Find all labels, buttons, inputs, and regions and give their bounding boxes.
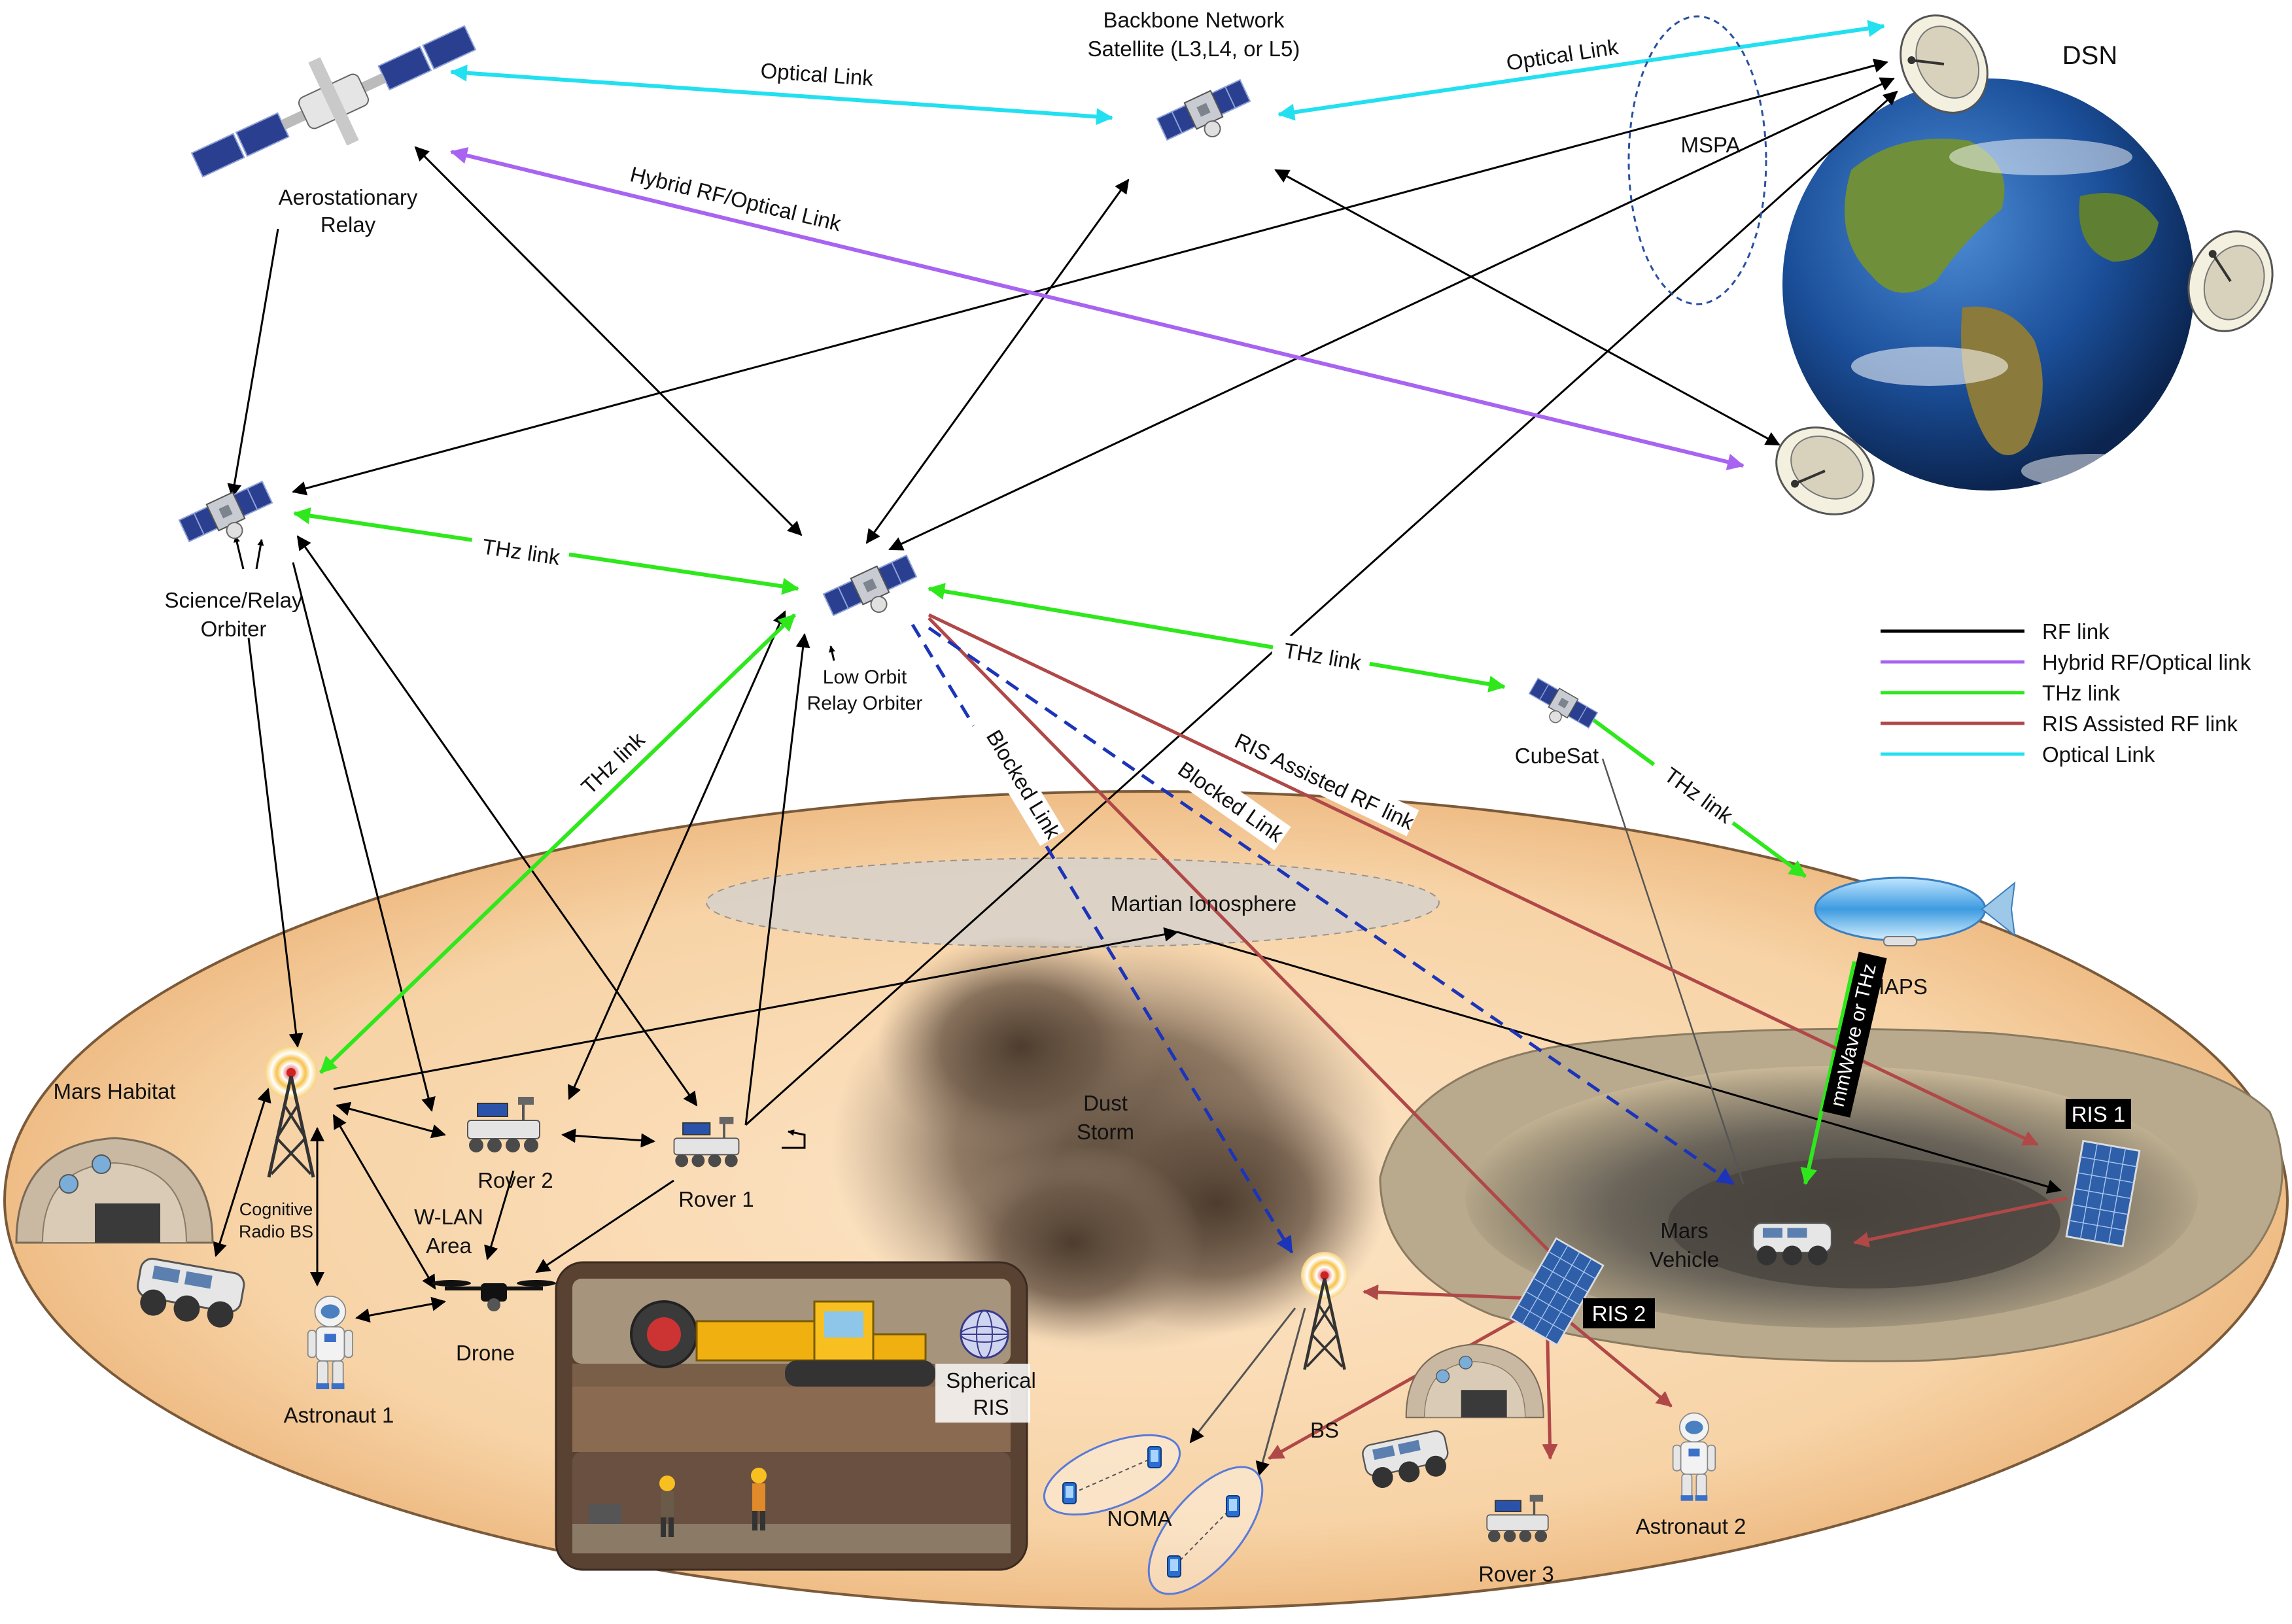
earth-icon — [1782, 78, 2195, 491]
dust-storm-icon — [831, 935, 1393, 1354]
space-station-icon — [190, 25, 477, 178]
legend-item: THz link — [1881, 681, 2121, 705]
astronaut2-label: Astronaut 2 — [1636, 1514, 1746, 1538]
rover3-label: Rover 3 — [1478, 1562, 1554, 1586]
airship-icon — [1814, 876, 2016, 946]
legend-item: RF link — [1881, 619, 2110, 644]
drone-label: Drone — [456, 1341, 515, 1365]
mining-inset — [555, 1261, 1030, 1571]
satellite-icon — [1155, 77, 1259, 156]
noma-cluster — [1043, 1434, 1181, 1516]
low-orbit-label-line1: Low Orbit — [823, 666, 907, 688]
dust-storm-label-line2: Storm — [1077, 1120, 1134, 1144]
legend-label: Optical Link — [2042, 742, 2155, 767]
wlan-label-line1: W-LAN — [414, 1205, 483, 1229]
mars-habitat-label: Mars Habitat — [53, 1079, 175, 1103]
ionosphere-label: Martian Ionosphere — [1111, 891, 1296, 916]
science-orbiter-label-line2: Orbiter — [201, 617, 267, 641]
legend-item: Hybrid RF/Optical link — [1881, 650, 2251, 674]
mars-vehicle-label-line2: Vehicle — [1650, 1247, 1719, 1271]
mspa-ellipse — [1627, 15, 1767, 305]
legend-label: RIS Assisted RF link — [2042, 712, 2238, 736]
spherical-ris-icon — [960, 1309, 1009, 1359]
spherical-ris-label-line1: Spherical — [946, 1368, 1036, 1392]
martian-ionosphere-band — [706, 857, 1440, 948]
legend-label: RF link — [2042, 619, 2110, 644]
dust-storm-label-line1: Dust — [1083, 1091, 1128, 1115]
drone-icon — [432, 1280, 556, 1311]
backbone-label-line2: Satellite (L3,L4, or L5) — [1088, 37, 1300, 61]
hybrid-links — [450, 147, 1745, 470]
user-device-icon — [1167, 1555, 1181, 1578]
satellite-icon — [1522, 676, 1599, 740]
optical-links — [450, 20, 1885, 126]
user-device-icon — [1062, 1482, 1077, 1504]
wlan-label-line2: Area — [426, 1234, 472, 1258]
hybrid-link-label: Hybrid RF/Optical Link — [628, 162, 844, 235]
dish-antenna-icon — [2174, 218, 2287, 345]
spherical-ris-label-line2: RIS — [973, 1395, 1009, 1419]
user-device-icon — [1147, 1446, 1162, 1468]
miner-figure — [589, 1468, 767, 1537]
satellite-icon — [177, 478, 281, 558]
ris2-label: RIS 2 — [1592, 1302, 1646, 1326]
cognitive-bs-label-line2: Radio BS — [239, 1222, 313, 1241]
mars-vehicle-label-line1: Mars — [1660, 1218, 1708, 1243]
dsn-label: DSN — [2062, 41, 2117, 70]
legend-label: THz link — [2042, 681, 2121, 705]
aerostationary-label-line2: Relay — [321, 213, 376, 237]
legend-item: Optical Link — [1881, 742, 2155, 767]
aerostationary-label-line1: Aerostationary — [279, 185, 418, 209]
legend-label: Hybrid RF/Optical link — [2042, 650, 2251, 674]
legend-item: RIS Assisted RF link — [1881, 712, 2238, 736]
cubesat-label: CubeSat — [1515, 744, 1599, 768]
bs-label: BS — [1310, 1418, 1339, 1442]
user-device-icon — [1226, 1495, 1240, 1517]
cognitive-bs-label-line1: Cognitive — [239, 1200, 313, 1219]
crater-icon — [1379, 1028, 2283, 1362]
rover2-label: Rover 2 — [477, 1168, 553, 1192]
low-orbit-label-line2: Relay Orbiter — [807, 693, 923, 714]
mining-vehicle-icon — [630, 1300, 935, 1387]
science-orbiter-label-line1: Science/Relay — [165, 588, 303, 612]
rover1-label: Rover 1 — [678, 1187, 754, 1211]
ris1-label: RIS 1 — [2072, 1102, 2126, 1126]
optical-link-label: Optical Link — [760, 58, 875, 90]
thz-link-label: THz link — [1660, 763, 1738, 828]
satellite-icon — [822, 552, 925, 632]
backbone-label-line1: Backbone Network — [1103, 8, 1285, 32]
mspa-label: MSPA — [1680, 133, 1740, 157]
noma-label: NOMA — [1107, 1506, 1172, 1530]
noma-cluster — [1147, 1466, 1264, 1595]
legend: RF link Hybrid RF/Optical link THz link … — [1881, 619, 2251, 767]
mars-vehicle-icon — [1752, 1222, 1833, 1266]
astronaut1-label: Astronaut 1 — [284, 1403, 394, 1427]
